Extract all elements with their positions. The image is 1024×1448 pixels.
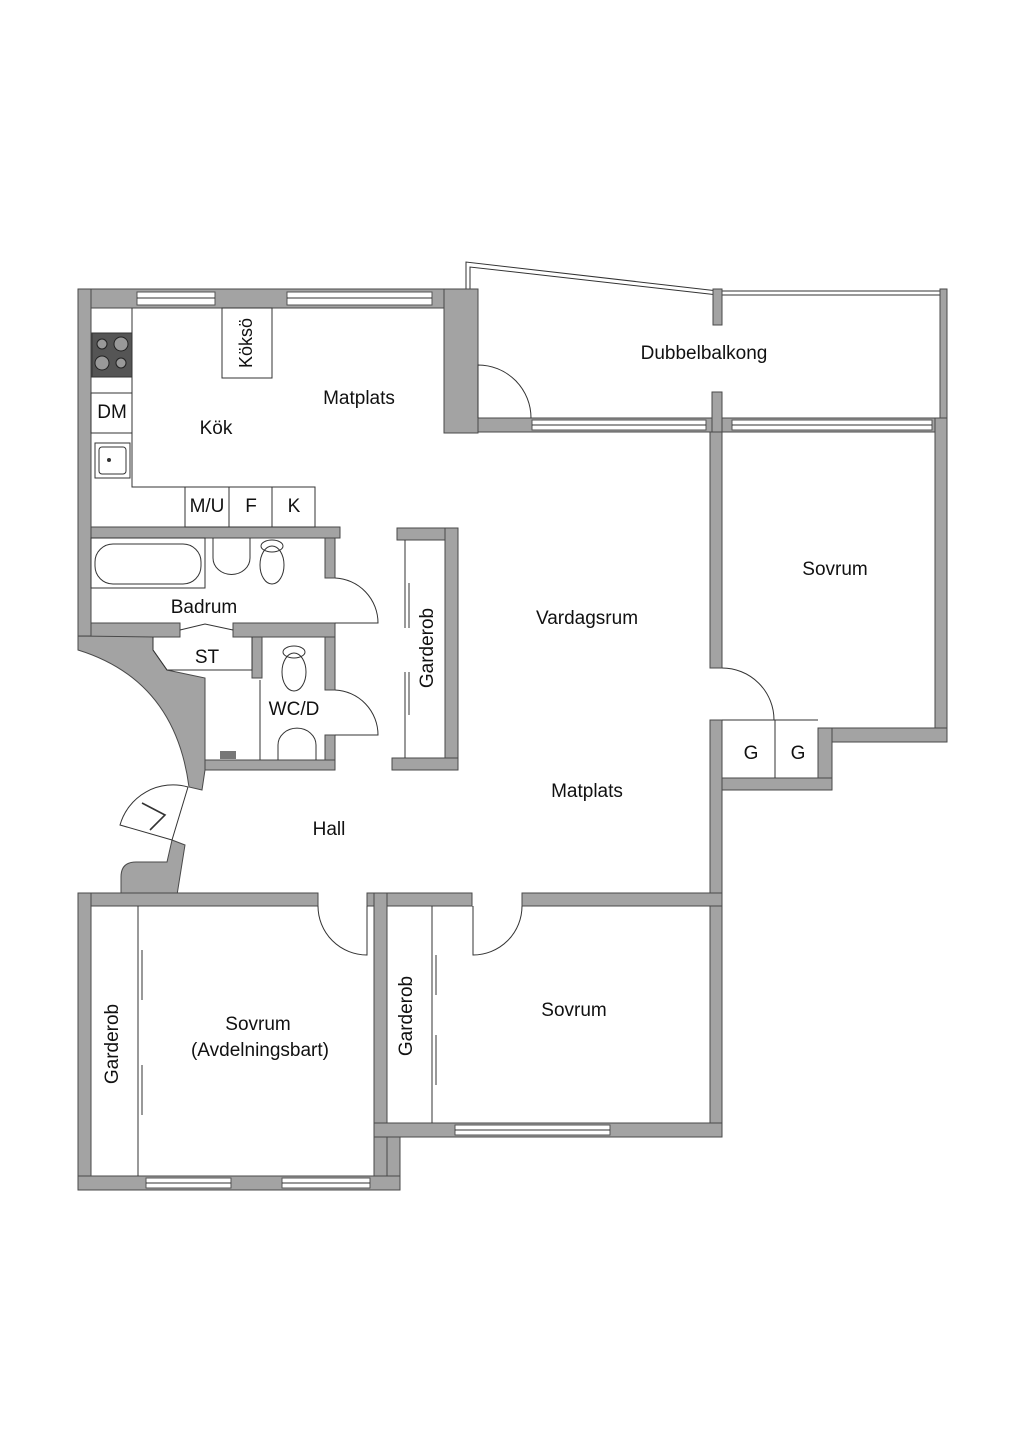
wc-toilet-icon — [281, 652, 307, 692]
label-kitchen-island: Köksö — [236, 318, 256, 368]
label-living-dining: Matplats — [551, 781, 623, 802]
bedroom-left-door — [317, 905, 368, 956]
wc-sink-icon — [277, 727, 317, 760]
doors — [119, 364, 775, 956]
label-freezer: F — [245, 496, 257, 517]
label-hall: Hall — [313, 819, 346, 840]
label-left-wardrobe: Garderob — [102, 1004, 123, 1084]
entrance-arrow-icon — [141, 802, 167, 831]
windows — [136, 291, 933, 1189]
bedroom-right-door — [721, 667, 775, 721]
label-dishwasher: DM — [97, 402, 127, 423]
label-closet-2: G — [791, 743, 806, 764]
label-balcony: Dubbelbalkong — [641, 343, 768, 364]
label-wc-shower: WC/D — [269, 699, 320, 720]
shower-icon — [220, 751, 236, 759]
label-bedroom-right: Sovrum — [802, 559, 867, 580]
balcony-railing — [465, 261, 945, 418]
label-fridge: K — [288, 496, 301, 517]
bath-sink-icon — [212, 538, 251, 575]
label-bathroom: Badrum — [171, 597, 238, 618]
label-storage: ST — [195, 647, 220, 668]
entrance-door — [119, 784, 189, 841]
bedroom-middle-door — [472, 905, 523, 956]
label-kitchen-dining: Matplats — [323, 388, 395, 409]
fixtures — [90, 307, 818, 1176]
label-bedroom-left: Sovrum — [225, 1014, 290, 1035]
label-middle-wardrobe: Garderob — [396, 976, 417, 1056]
label-kitchen: Kök — [200, 418, 233, 439]
sink-icon — [94, 442, 131, 479]
label-closet-1: G — [744, 743, 759, 764]
label-microwave-oven: M/U — [190, 496, 225, 517]
bathtub-icon — [90, 537, 206, 589]
wc-door — [334, 689, 379, 736]
toilet-icon — [259, 545, 285, 585]
balcony-door — [477, 364, 532, 419]
label-bedroom-left-note: (Avdelningsbart) — [191, 1040, 329, 1061]
room-labels: Dubbelbalkong Kök Matplats Köksö DM M/U … — [97, 318, 868, 1084]
label-hall-wardrobe: Garderob — [417, 608, 438, 688]
label-living-room: Vardagsrum — [536, 608, 638, 629]
label-bedroom-middle: Sovrum — [541, 1000, 606, 1021]
bathroom-door — [334, 577, 379, 624]
